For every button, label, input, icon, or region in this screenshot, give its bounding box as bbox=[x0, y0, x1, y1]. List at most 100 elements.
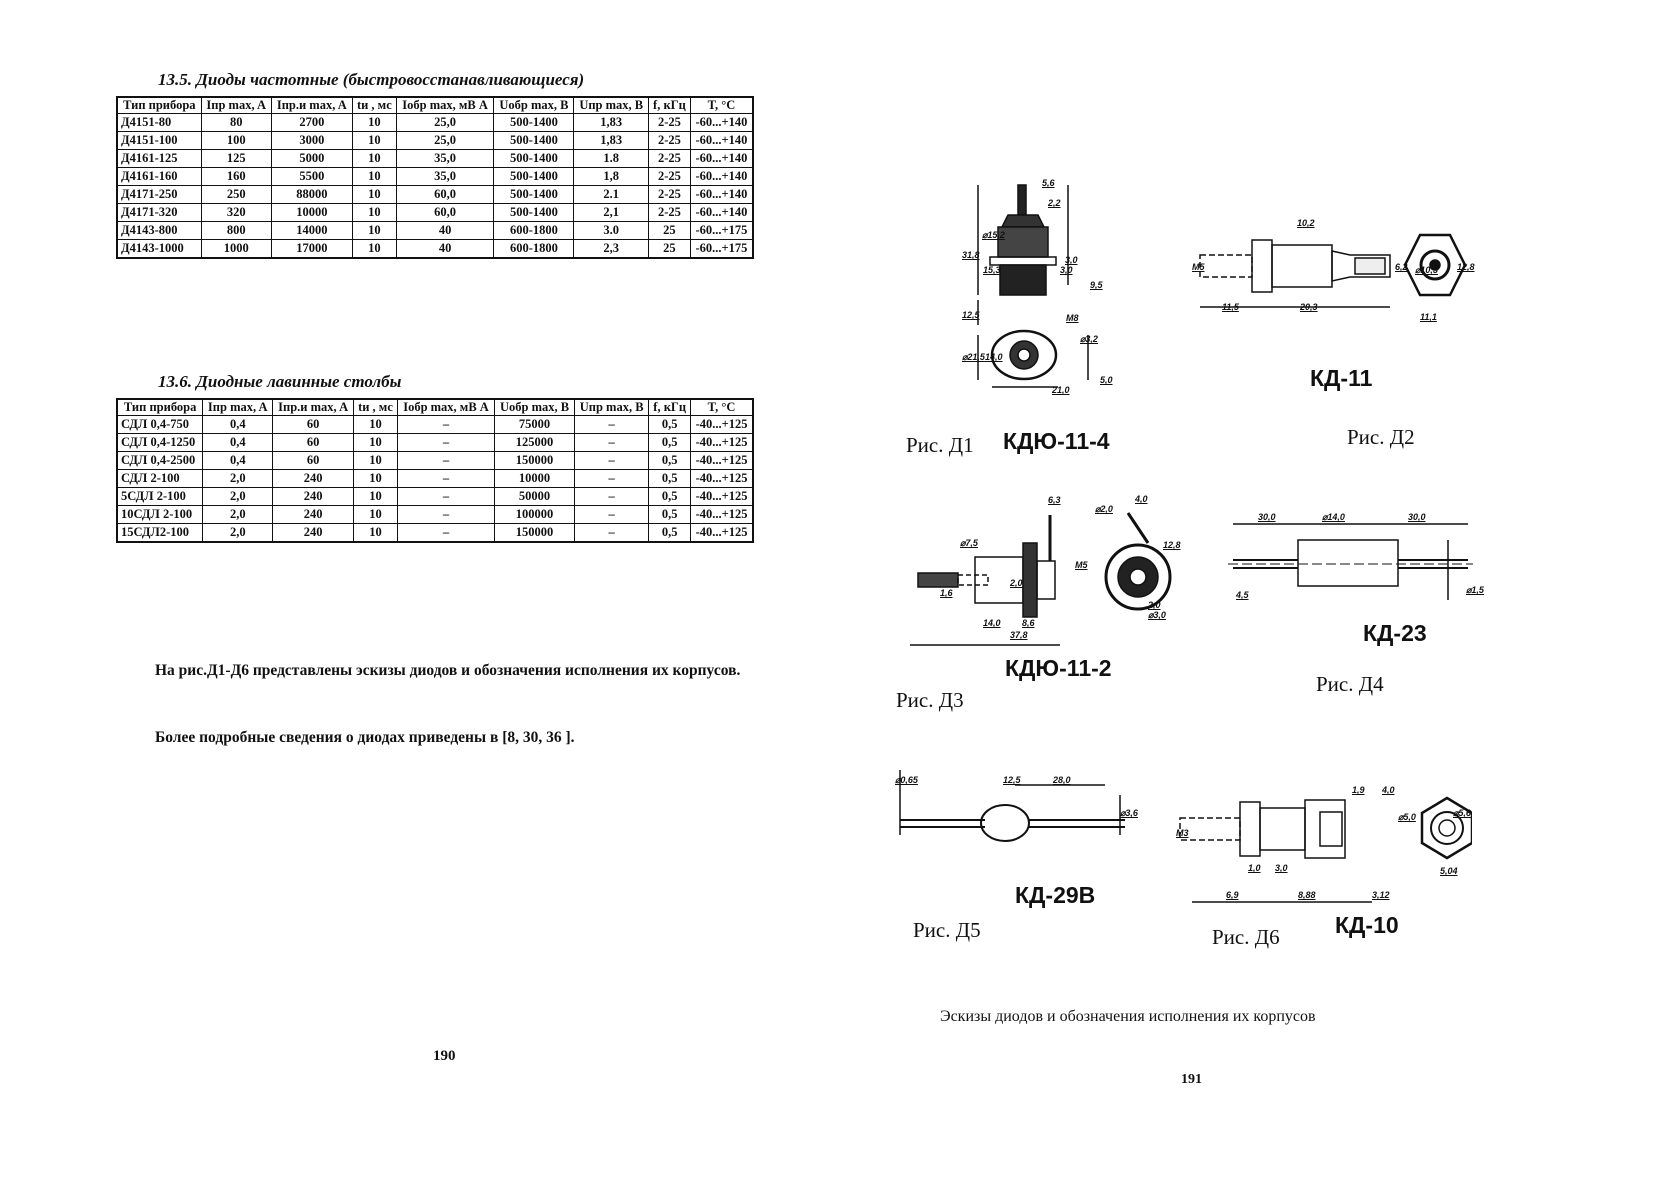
dimension-label: 5,6 bbox=[1042, 178, 1055, 188]
dimension-label: M3 bbox=[1176, 828, 1189, 838]
dimension-label: 2,0 bbox=[1010, 578, 1023, 588]
table-cell: 2-25 bbox=[647, 131, 691, 150]
table-cell: 320 bbox=[200, 203, 272, 222]
dimension-label: 12,8 bbox=[1163, 540, 1181, 550]
dimension-label: ⌀2,0 bbox=[1095, 504, 1113, 514]
table-cell: 2-25 bbox=[647, 149, 691, 168]
table-cell: 2,0 bbox=[202, 505, 274, 524]
column-header: Iобр max, мВ A bbox=[395, 96, 495, 114]
table-cell: 25 bbox=[647, 221, 691, 240]
dimension-label: 14,0 bbox=[985, 352, 1003, 362]
table-cell: 0,5 bbox=[648, 523, 692, 543]
dimension-label: ⌀1,5 bbox=[1466, 585, 1484, 595]
table-cell: 40 bbox=[395, 239, 495, 259]
table-cell: – bbox=[573, 469, 650, 488]
table-cell: Д4151-100 bbox=[116, 131, 202, 150]
table-cell: 10 bbox=[353, 487, 398, 506]
column-header: Uобр max, В bbox=[493, 96, 575, 114]
column-header: Тип прибора bbox=[116, 398, 204, 416]
table-cell: 500-1400 bbox=[493, 185, 575, 204]
table-cell: 600-1800 bbox=[493, 239, 575, 259]
table-cell: 10 bbox=[351, 203, 397, 222]
column-header: Iобр max, мВ A bbox=[396, 398, 496, 416]
table-cell: 10 bbox=[351, 149, 397, 168]
column-header: T, °C bbox=[690, 398, 754, 416]
table-cell: 60 bbox=[272, 433, 355, 452]
table-cell: 10 bbox=[351, 113, 397, 132]
table-cell: СДЛ 0,4-750 bbox=[116, 415, 204, 434]
table-cell: Д4143-800 bbox=[116, 221, 202, 240]
column-header: tи , мс bbox=[351, 96, 397, 114]
table-cell: 2,0 bbox=[202, 469, 274, 488]
table-cell: 60,0 bbox=[395, 185, 495, 204]
table-cell: – bbox=[573, 505, 650, 524]
column-header: tи , мс bbox=[353, 398, 398, 416]
dimension-label: 30,0 bbox=[1258, 512, 1276, 522]
dimension-label: 1,6 bbox=[940, 588, 953, 598]
dimension-label: 12,5 bbox=[962, 310, 980, 320]
dimension-label: 3,0 bbox=[1275, 863, 1288, 873]
case-kd-11: КД-11 bbox=[1310, 365, 1373, 391]
dimension-label: 15,3 bbox=[983, 265, 1001, 275]
table-cell: 0,4 bbox=[202, 415, 274, 434]
dimension-label: 30,0 bbox=[1408, 512, 1426, 522]
page-number-left: 190 bbox=[433, 1048, 456, 1064]
table-cell: 500-1400 bbox=[493, 203, 575, 222]
dimension-label: M8 bbox=[1066, 313, 1079, 323]
table-cell: 0,5 bbox=[648, 451, 692, 470]
table-cell: 0,5 bbox=[648, 433, 692, 452]
dimension-label: 6,9 bbox=[1226, 890, 1239, 900]
table-cell: 2-25 bbox=[647, 203, 691, 222]
table-cell: 0,4 bbox=[202, 433, 274, 452]
dimension-label: ⌀21,5 bbox=[962, 352, 985, 362]
dimension-label: ⌀7,5 bbox=[960, 538, 978, 548]
table-cell: 0,5 bbox=[648, 469, 692, 488]
dimension-label: ⌀10,5 bbox=[1415, 265, 1438, 275]
dimension-label: 8,88 bbox=[1298, 890, 1316, 900]
table-cell: 10 bbox=[351, 185, 397, 204]
dimension-label: 21,0 bbox=[1052, 385, 1070, 395]
table-cell: – bbox=[573, 415, 650, 434]
intro-paragraph: На рис.Д1-Д6 представлены эскизы диодов … bbox=[155, 662, 741, 679]
table-cell: -60...+140 bbox=[689, 113, 754, 132]
table-cell: 60 bbox=[272, 451, 355, 470]
diode-sketch-kd-23 bbox=[1228, 523, 1473, 600]
table-cell: СДЛ 0,4-2500 bbox=[116, 451, 204, 470]
table-cell: -60...+140 bbox=[689, 167, 754, 186]
dimension-label: 6,2 bbox=[1395, 262, 1408, 272]
table-cell: – bbox=[396, 487, 496, 506]
dimension-label: M5 bbox=[1192, 262, 1205, 272]
case-kd-29v: КД-29В bbox=[1015, 882, 1096, 908]
table-cell: 125 bbox=[200, 149, 272, 168]
dimension-label: 2,0 bbox=[1148, 600, 1161, 610]
table-cell: 40 bbox=[395, 221, 495, 240]
dimension-label: ⌀3,0 bbox=[1148, 610, 1166, 620]
table-cell: – bbox=[396, 505, 496, 524]
table-cell: 100000 bbox=[494, 505, 575, 524]
table-cell: 2700 bbox=[270, 113, 353, 132]
table-cell: 75000 bbox=[494, 415, 575, 434]
table1-caption: 13.5. Диоды частотные (быстровосстанавли… bbox=[158, 70, 585, 89]
diode-sketch-kdyu-11-2 bbox=[910, 512, 1172, 646]
fig-d6-label: Рис. Д6 bbox=[1212, 925, 1280, 949]
case-kdyu-11-4: КДЮ-11-4 bbox=[1003, 428, 1110, 454]
table-cell: 1.8 bbox=[573, 149, 649, 168]
table-cell: – bbox=[573, 487, 650, 506]
table-cell: 240 bbox=[272, 469, 355, 488]
dimension-label: ⌀3,6 bbox=[1120, 808, 1138, 818]
table-cell: -40...+125 bbox=[690, 415, 754, 434]
table-cell: 10000 bbox=[494, 469, 575, 488]
table-cell: 80 bbox=[200, 113, 272, 132]
dimension-label: ⌀0,65 bbox=[895, 775, 918, 785]
table-cell: 35,0 bbox=[395, 149, 495, 168]
table-cell: 1,83 bbox=[573, 131, 649, 150]
table-cell: 2,0 bbox=[202, 523, 274, 543]
dimension-label: 3,12 bbox=[1372, 890, 1390, 900]
table-cell: 240 bbox=[272, 505, 355, 524]
table-cell: 5СДЛ 2-100 bbox=[116, 487, 204, 506]
